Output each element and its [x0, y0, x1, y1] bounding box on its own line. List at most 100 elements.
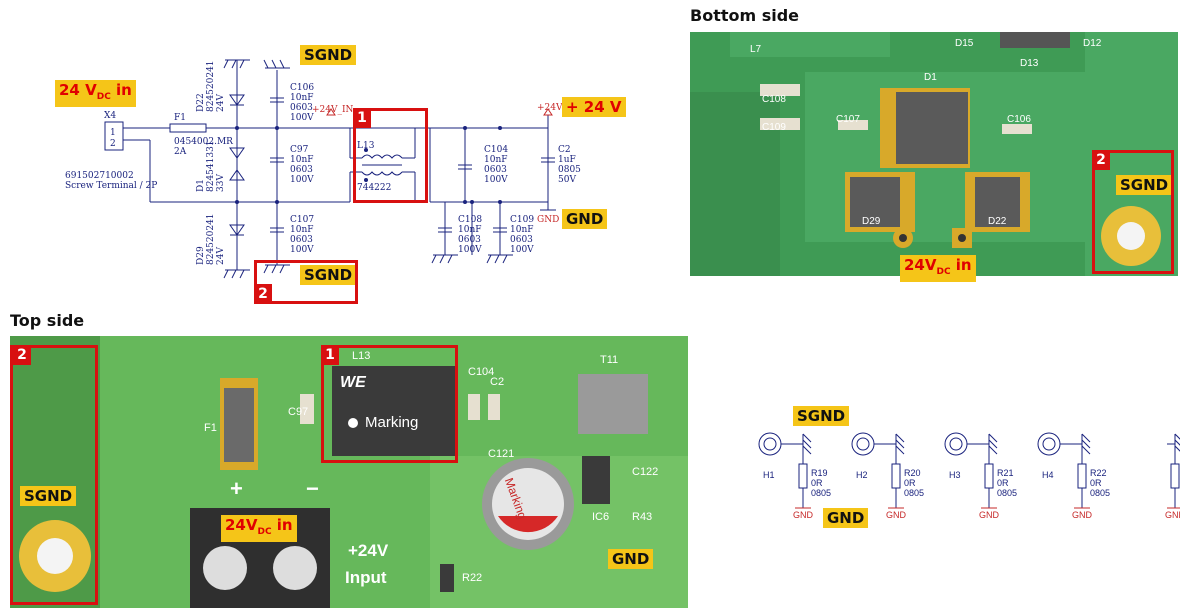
resistor-ref: R21 — [997, 468, 1014, 478]
sgnd-tag-bottom-pcb: SGND — [1116, 175, 1173, 195]
c109-pkg: 0603 — [510, 235, 533, 245]
top-side-title: Top side — [10, 311, 85, 330]
pin-1: 1 — [110, 128, 116, 138]
vin2-sub: DC — [936, 267, 951, 277]
c109-ref: C109 — [510, 215, 534, 225]
resistor-pkg: 0805 — [1090, 488, 1111, 498]
c104-ref: C104 — [484, 145, 508, 155]
marker-2-bottom: 2 — [1092, 150, 1110, 170]
c2-val: 1uF — [558, 155, 576, 165]
resistor-ref: R22 — [1090, 468, 1107, 478]
net-gnd: GND — [537, 215, 559, 225]
hole-ref: H3 — [949, 470, 961, 480]
resistor-val: 0R — [904, 478, 916, 488]
hole-gnd-label: GND — [1165, 510, 1180, 520]
conn-pn: 691502710002 — [65, 171, 134, 181]
vin-tag-sub: DC — [96, 92, 111, 102]
bottom-c109: C109 — [762, 122, 786, 133]
pin1-dot — [348, 418, 358, 428]
c106-pkg: 0603 — [290, 103, 313, 113]
mounting-hole-5: R230R0805GND — [1127, 430, 1180, 525]
bottom-pcb-drawing — [690, 32, 1178, 276]
c109-volt: 100V — [510, 245, 534, 255]
c104-volt: 100V — [484, 175, 508, 185]
resistor-val: 0R — [811, 478, 823, 488]
schematic-drawing: X4 1 2 691502710002 Screw Terminal / 2P … — [65, 59, 581, 279]
bottom-d12: D12 — [1083, 38, 1102, 49]
vin-tag-top-pcb: 24VDC in — [221, 515, 297, 542]
resistor-pkg: 0805 — [811, 488, 832, 498]
d29-v: 24V — [216, 247, 226, 265]
c2-ref: C2 — [558, 145, 571, 155]
input-schematic: X4 1 2 691502710002 Screw Terminal / 2P … — [50, 40, 650, 310]
l13-pn: 744222 — [357, 183, 391, 193]
top-f1: F1 — [204, 422, 217, 434]
c97-ref: C97 — [290, 145, 309, 155]
top-c104: C104 — [468, 366, 495, 378]
l13-highlight-top — [321, 345, 458, 463]
top-r22: R22 — [462, 572, 483, 584]
d1-pn: 824541331 — [206, 140, 216, 192]
d22-ref: D22 — [196, 93, 206, 112]
gnd-tag-holes: GND — [823, 508, 869, 528]
gnd-tag: GND — [562, 209, 608, 229]
d22-v: 24V — [216, 94, 226, 112]
d29-ref: D29 — [196, 246, 206, 265]
marker-2-schematic: 2 — [254, 284, 272, 304]
resistor-ref: R19 — [811, 468, 828, 478]
bottom-side-title: Bottom side — [690, 6, 800, 25]
c108-volt: 100V — [458, 245, 482, 255]
bottom-d13: D13 — [1020, 58, 1039, 69]
we-logo: WE — [340, 374, 366, 391]
hole-ref: H2 — [856, 470, 868, 480]
marker-1-top: 1 — [321, 345, 339, 365]
bottom-side-pcb: L7 D15 D12 D13 D1 C108 C109 C107 C106 D2… — [690, 32, 1178, 276]
top-ic6: IC6 — [592, 511, 610, 523]
bottom-c106: C106 — [1007, 114, 1031, 125]
sgnd-tag-holes: SGND — [793, 406, 850, 426]
hole-gnd-label: GND — [979, 510, 999, 520]
c109-val: 10nF — [510, 225, 534, 235]
resistor-val: 0R — [1090, 478, 1102, 488]
conn-desc: Screw Terminal / 2P — [65, 181, 157, 191]
sgnd-tag-top-pcb: SGND — [20, 486, 77, 506]
plus-mark: + — [230, 476, 243, 501]
bottom-d15: D15 — [955, 38, 974, 49]
sgnd-highlight — [254, 260, 358, 304]
vin-tag-suffix: in — [110, 81, 132, 99]
f1-pn: 0454002.MR — [174, 137, 233, 147]
silk-24v: +24V — [348, 541, 389, 560]
top-pcb-drawing — [10, 336, 688, 608]
bottom-c108: C108 — [762, 94, 786, 105]
d29-pn: 824520241 — [206, 213, 216, 265]
top-c97: C97 — [288, 406, 309, 418]
d22-pn: 824520241 — [206, 60, 216, 112]
sgnd-tag-bottom: SGND — [300, 265, 357, 285]
bottom-d22: D22 — [988, 216, 1007, 227]
hole-symbol — [758, 432, 812, 509]
c97-val: 10nF — [290, 155, 314, 165]
v24-tag: + 24 V — [562, 97, 626, 117]
resistor-ref: R20 — [904, 468, 921, 478]
f1-val: 2A — [174, 147, 187, 157]
top-c2: C2 — [490, 376, 505, 388]
top-t11: T11 — [600, 354, 619, 366]
resistor-val: 0R — [997, 478, 1009, 488]
bottom-d29: D29 — [862, 216, 881, 227]
net-24v-in: +24V_IN — [312, 105, 354, 115]
c108-pkg: 0603 — [458, 235, 481, 245]
c104-val: 10nF — [484, 155, 508, 165]
silk-input: Input — [345, 568, 387, 587]
c107-ref: C107 — [290, 215, 314, 225]
top-l13: L13 — [352, 350, 371, 362]
hole-gnd-label: GND — [886, 510, 906, 520]
top-side-pcb: L13 WE Marking C104 C2 C97 F1 T11 C121 C… — [10, 336, 688, 608]
hole-ref: H1 — [763, 470, 775, 480]
vin2-text: 24V — [904, 256, 937, 274]
vin3-text: 24V — [225, 516, 258, 534]
resistor-pkg: 0805 — [997, 488, 1018, 498]
